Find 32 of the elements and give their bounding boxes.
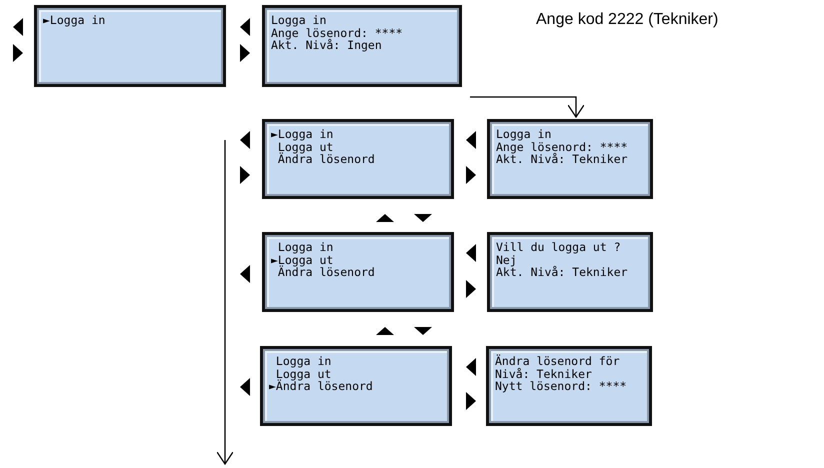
screen-text-line: ►Ändra lösenord bbox=[269, 380, 374, 392]
screen-text-line: ►Logga ut bbox=[271, 254, 334, 266]
edge-label: Ange kod 2222 (Tekniker) bbox=[536, 11, 718, 29]
screen-text-line: Ändra lösenord bbox=[276, 153, 376, 166]
screen-text-line: Logga in bbox=[496, 128, 552, 140]
screen-text-line: Logga ut bbox=[276, 368, 332, 380]
screen-text-line: Akt. Nivå: Ingen bbox=[271, 39, 383, 52]
screen-text-line: Ändra lösenord bbox=[278, 266, 376, 278]
screen-text-line: Vill du logga ut ? bbox=[496, 241, 622, 254]
screen-text-line: Akt. Nivå: Tekniker bbox=[496, 153, 629, 166]
screen-text-line: Logga in bbox=[271, 14, 328, 26]
screen-text-line: Logga ut bbox=[278, 140, 334, 153]
screen-text-line: Ändra lösenord för bbox=[495, 355, 621, 368]
lcd-screen bbox=[262, 232, 454, 312]
arrow bbox=[470, 96, 585, 118]
screen-text-line: Nej bbox=[496, 254, 517, 266]
lcd-screen bbox=[487, 119, 653, 199]
lcd-screen bbox=[487, 232, 653, 312]
screen-text-line: Logga in bbox=[276, 241, 334, 254]
lcd-screen bbox=[262, 5, 462, 87]
lcd-screen bbox=[262, 119, 454, 199]
screen-text-line: ►Logga in bbox=[43, 14, 106, 26]
screen-text-line: Ange lösenord: **** bbox=[496, 140, 629, 153]
lcd-screen bbox=[34, 5, 226, 87]
screen-text-line: ►Logga in bbox=[271, 128, 334, 140]
screen-text-line: Nytt lösenord: **** bbox=[495, 380, 628, 392]
lcd-screen bbox=[486, 346, 652, 426]
lcd-screen bbox=[260, 346, 452, 426]
screen-text-line: Logga in bbox=[274, 355, 332, 368]
screen-text-line: Ange lösenord: **** bbox=[271, 26, 404, 39]
screen-text-line: Nivå: Tekniker bbox=[495, 368, 593, 380]
screen-text-line: Akt. Nivå: Tekniker bbox=[496, 266, 629, 278]
